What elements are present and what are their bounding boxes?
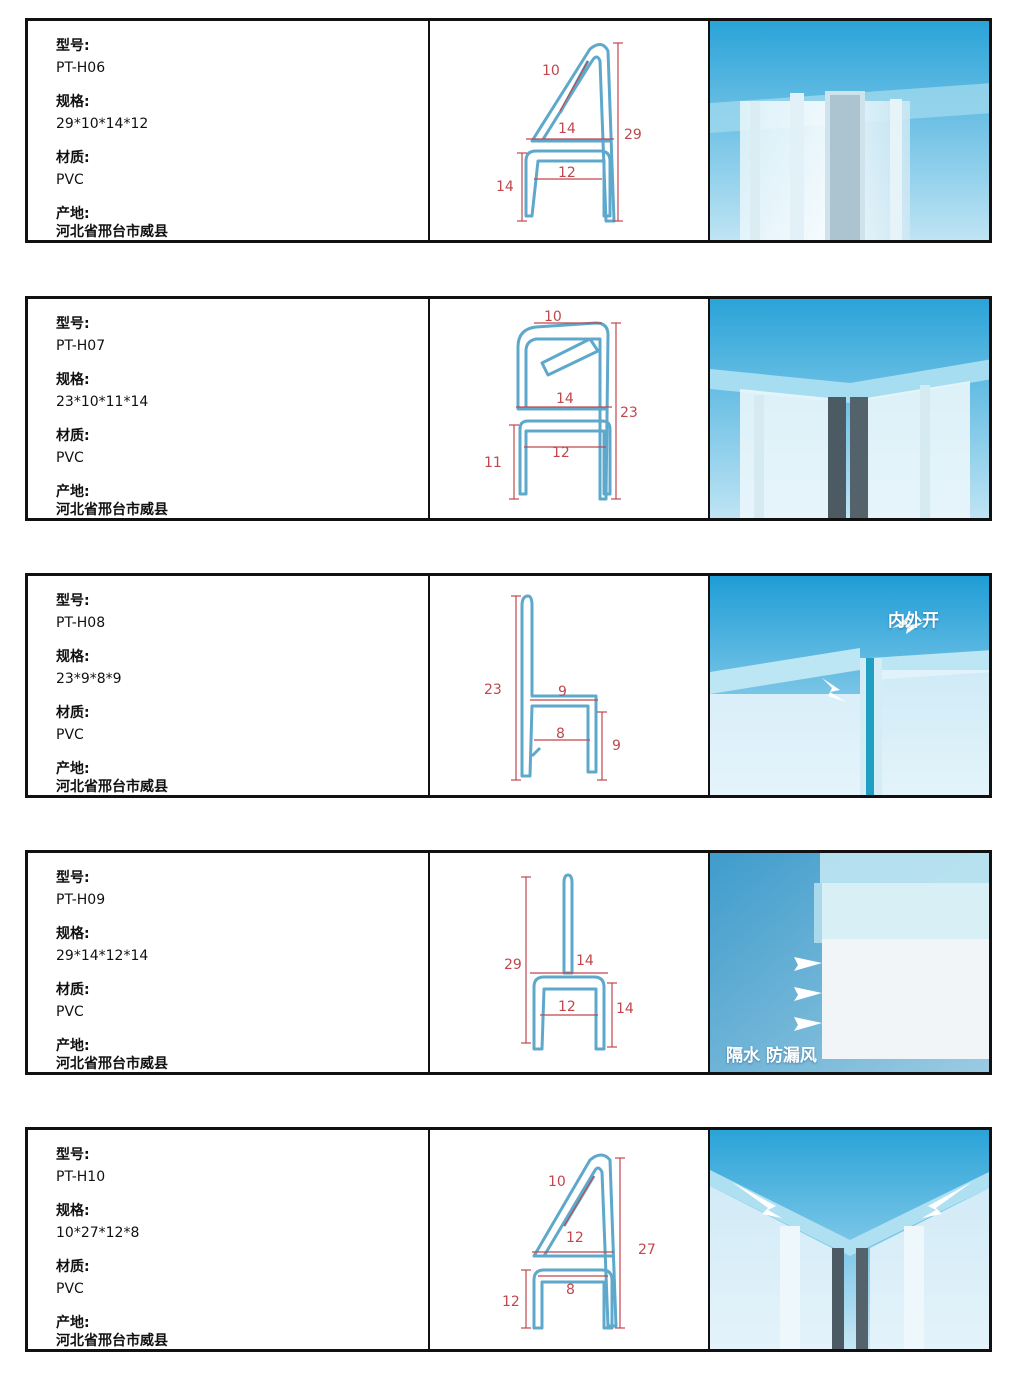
product-card: 型号: PT-H08 规格: 23*9*8*9 材质: PVC 产地: 河北省邢…	[25, 573, 992, 798]
dim-label: 8	[566, 1282, 575, 1298]
spec-label: 规格:	[56, 1203, 90, 1219]
seal-photo-illustration	[710, 576, 989, 795]
dim-label: 10	[548, 1174, 566, 1190]
model-value: PT-H07	[56, 338, 106, 354]
material-value: PVC	[56, 727, 84, 743]
material-label: 材质:	[56, 1259, 90, 1275]
origin-label: 产地:	[56, 761, 90, 777]
product-info: 型号: PT-H08 规格: 23*9*8*9 材质: PVC 产地: 河北省邢…	[28, 576, 430, 795]
arrow-icon	[822, 678, 846, 702]
dim-label: 12	[552, 445, 570, 461]
product-card: 型号: PT-H10 规格: 10*27*12*8 材质: PVC 产地: 河北…	[25, 1127, 992, 1352]
origin-label: 产地:	[56, 206, 90, 222]
model-label: 型号:	[56, 316, 90, 332]
dim-label: 12	[502, 1294, 520, 1310]
origin-label: 产地:	[56, 1315, 90, 1331]
spec-value: 23*9*8*9	[56, 671, 122, 687]
arrow-icon	[794, 957, 822, 1031]
photo-overlay-text: 内外开	[888, 611, 939, 631]
origin-label: 产地:	[56, 1038, 90, 1054]
dim-label: 9	[612, 738, 621, 754]
product-info: 型号: PT-H07 规格: 23*10*11*14 材质: PVC 产地: 河…	[28, 299, 430, 518]
material-label: 材质:	[56, 982, 90, 998]
spec-value: 10*27*12*8	[56, 1225, 140, 1241]
profile-diagram: 10 14 12 23 11	[484, 309, 638, 501]
dim-label: 23	[484, 682, 502, 698]
seal-photo-illustration	[710, 1130, 989, 1349]
product-photo: 隔水 防漏风	[710, 853, 989, 1072]
profile-diagram: 10 14 12 29 14	[496, 42, 642, 223]
arrow-icon	[892, 616, 924, 634]
dim-label: 12	[558, 165, 576, 181]
material-label: 材质:	[56, 150, 90, 166]
dim-label: 27	[638, 1242, 656, 1258]
spec-label: 规格:	[56, 372, 90, 388]
product-photo	[710, 299, 989, 518]
product-photo	[710, 1130, 989, 1349]
spec-label: 规格:	[56, 94, 90, 110]
model-value: PT-H09	[56, 892, 106, 908]
material-label: 材质:	[56, 705, 90, 721]
spec-value: 29*14*12*14	[56, 948, 149, 964]
dim-label: 12	[566, 1230, 584, 1246]
product-photo	[710, 21, 989, 240]
dim-label: 12	[558, 999, 576, 1015]
dim-label: 14	[496, 179, 514, 195]
spec-label: 规格:	[56, 649, 90, 665]
seal-photo-illustration	[710, 21, 989, 240]
product-card: 型号: PT-H07 规格: 23*10*11*14 材质: PVC 产地: 河…	[25, 296, 992, 521]
dim-label: 14	[558, 121, 576, 137]
origin-value: 河北省邢台市威县	[56, 1056, 168, 1072]
material-value: PVC	[56, 1281, 84, 1297]
origin-value: 河北省邢台市威县	[56, 779, 168, 795]
arrow-icon	[732, 1182, 972, 1218]
profile-drawing: 10 14 12 23 11	[430, 299, 710, 518]
dim-label: 9	[558, 684, 567, 700]
product-photo: 内外开	[710, 576, 989, 795]
dim-label: 10	[544, 309, 562, 325]
model-value: PT-H10	[56, 1169, 106, 1185]
spec-label: 规格:	[56, 926, 90, 942]
dim-label: 10	[542, 63, 560, 79]
profile-diagram: 29 14 12 14	[504, 873, 634, 1051]
model-label: 型号:	[56, 870, 90, 886]
material-label: 材质:	[56, 428, 90, 444]
material-value: PVC	[56, 1004, 84, 1020]
dim-label: 29	[624, 127, 642, 143]
dim-label: 14	[616, 1001, 634, 1017]
material-value: PVC	[56, 172, 84, 188]
product-info: 型号: PT-H09 规格: 29*14*12*14 材质: PVC 产地: 河…	[28, 853, 430, 1072]
origin-value: 河北省邢台市威县	[56, 1333, 168, 1349]
dim-label: 14	[556, 391, 574, 407]
dim-label: 23	[620, 405, 638, 421]
model-value: PT-H06	[56, 60, 106, 76]
origin-value: 河北省邢台市威县	[56, 502, 168, 518]
photo-overlay-text: 隔水 防漏风	[726, 1046, 817, 1066]
product-info: 型号: PT-H10 规格: 10*27*12*8 材质: PVC 产地: 河北…	[28, 1130, 430, 1349]
model-label: 型号:	[56, 1147, 90, 1163]
profile-drawing: 23 9 8 9	[430, 576, 710, 795]
profile-diagram: 23 9 8 9	[484, 594, 621, 781]
origin-value: 河北省邢台市威县	[56, 224, 168, 240]
spec-value: 23*10*11*14	[56, 394, 149, 410]
profile-diagram: 10 12 27 8 12	[502, 1153, 656, 1330]
profile-drawing: 29 14 12 14	[430, 853, 710, 1072]
dim-label: 8	[556, 726, 565, 742]
model-label: 型号:	[56, 593, 90, 609]
dim-label: 14	[576, 953, 594, 969]
dim-label: 11	[484, 455, 502, 471]
product-info: 型号: PT-H06 规格: 29*10*14*12 材质: PVC 产地: 河…	[28, 21, 430, 240]
dim-label: 29	[504, 957, 522, 973]
profile-drawing: 10 14 12 29 14	[430, 21, 710, 240]
product-card: 型号: PT-H06 规格: 29*10*14*12 材质: PVC 产地: 河…	[25, 18, 992, 243]
model-value: PT-H08	[56, 615, 106, 631]
material-value: PVC	[56, 450, 84, 466]
origin-label: 产地:	[56, 484, 90, 500]
model-label: 型号:	[56, 38, 90, 54]
profile-drawing: 10 12 27 8 12	[430, 1130, 710, 1349]
seal-photo-illustration	[710, 853, 989, 1072]
spec-value: 29*10*14*12	[56, 116, 149, 132]
seal-photo-illustration	[710, 299, 989, 518]
product-card: 型号: PT-H09 规格: 29*14*12*14 材质: PVC 产地: 河…	[25, 850, 992, 1075]
